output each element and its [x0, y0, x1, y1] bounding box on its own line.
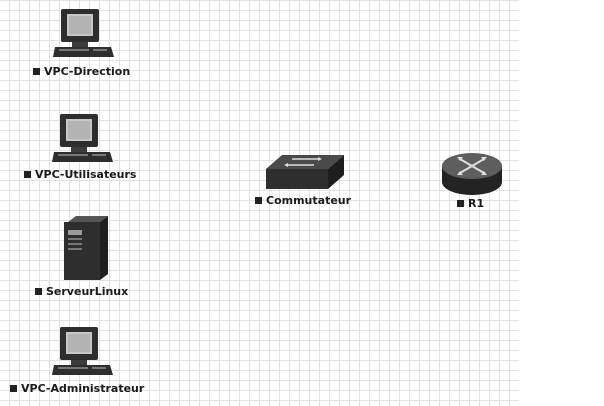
node-name: ServeurLinux [46, 285, 129, 298]
desktop-computer-icon [52, 114, 113, 162]
node-name: R1 [468, 197, 485, 210]
status-indicator [33, 68, 40, 75]
topology-canvas[interactable]: VPC-Direction VPC-Utilisateurs [0, 0, 519, 406]
node-vpc-administrateur[interactable]: VPC-Administrateur [0, 318, 170, 400]
status-indicator [35, 288, 42, 295]
desktop-computer-icon [53, 9, 114, 57]
node-serveurlinux[interactable]: ServeurLinux [0, 210, 160, 302]
node-name: VPC-Administrateur [21, 382, 145, 395]
status-indicator [457, 200, 464, 207]
node-label: VPC-Direction [33, 65, 130, 78]
desktop-computer-icon [52, 327, 113, 375]
network-switch-icon [266, 155, 344, 189]
router-icon [442, 153, 502, 195]
node-name: VPC-Utilisateurs [35, 168, 137, 181]
status-indicator [24, 171, 31, 178]
status-indicator [255, 197, 262, 204]
node-label: ServeurLinux [35, 285, 128, 298]
status-indicator [10, 385, 17, 392]
node-vpc-direction[interactable]: VPC-Direction [0, 0, 160, 82]
node-r1[interactable]: R1 [432, 145, 512, 210]
node-label: Commutateur [255, 194, 351, 207]
node-name: Commutateur [266, 194, 352, 207]
node-commutateur[interactable]: Commutateur [245, 145, 365, 210]
node-label: R1 [457, 197, 484, 210]
node-name: VPC-Direction [44, 65, 131, 78]
blank-side-panel [519, 0, 604, 406]
node-label: VPC-Utilisateurs [24, 168, 136, 181]
node-label: VPC-Administrateur [10, 382, 144, 395]
node-vpc-utilisateurs[interactable]: VPC-Utilisateurs [0, 105, 160, 185]
server-tower-icon [64, 216, 108, 280]
